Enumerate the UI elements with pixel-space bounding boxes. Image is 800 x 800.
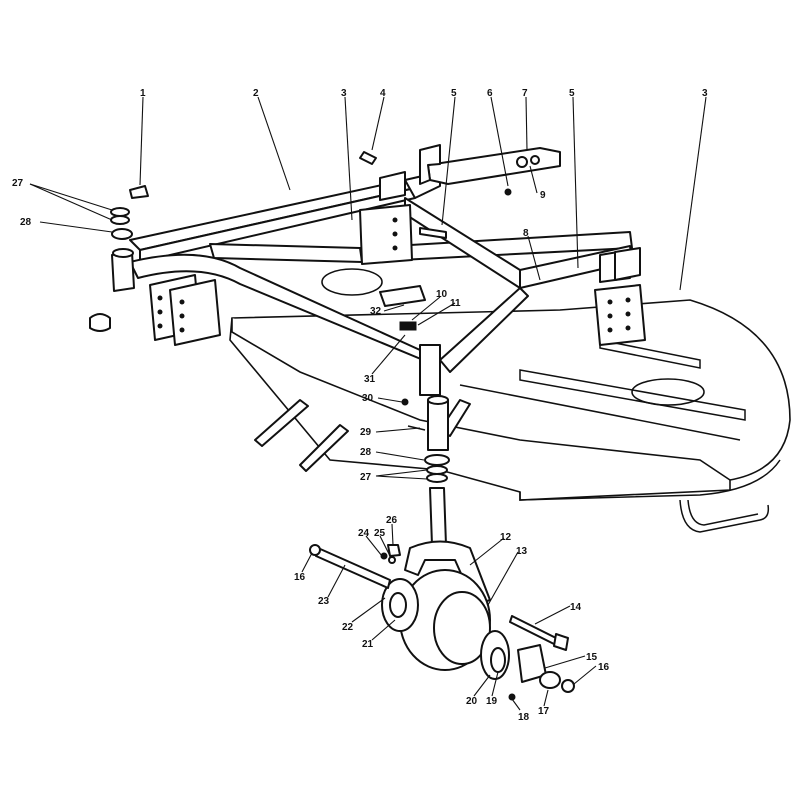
side-plate-left-b xyxy=(169,279,221,346)
callout-20: 20 xyxy=(466,696,478,707)
callout-2: 2 xyxy=(253,88,259,99)
washer-27a xyxy=(110,207,130,217)
nut-6 xyxy=(504,188,512,196)
callout-24: 24 xyxy=(358,528,370,539)
deck-spindle-hole-right xyxy=(631,378,705,406)
caster-sleeve-front xyxy=(427,399,449,451)
hitch-pin xyxy=(359,151,377,165)
washer-16b xyxy=(561,679,575,693)
deck-hanger-left xyxy=(254,399,309,447)
washer-16a xyxy=(309,544,321,556)
bolt-14 xyxy=(509,615,561,647)
deck-hanger-front xyxy=(299,424,349,472)
callout-12: 12 xyxy=(500,532,512,543)
washer-25 xyxy=(388,556,396,564)
callout-labels: 1 2 3 4 5 6 7 5 3 27 28 9 8 10 11 32 31 … xyxy=(12,88,708,723)
spacer-17 xyxy=(539,671,561,689)
bearing-19 xyxy=(490,647,506,673)
callout-26: 26 xyxy=(386,515,398,526)
leader-lines xyxy=(29,96,707,711)
callout-18: 18 xyxy=(518,712,530,723)
clip-1 xyxy=(129,185,149,199)
callout-7: 7 xyxy=(522,88,528,99)
center-clip xyxy=(399,321,417,331)
fitting-18 xyxy=(508,693,516,701)
callout-21: 21 xyxy=(362,639,374,650)
callout-5: 5 xyxy=(451,88,457,99)
nut-30 xyxy=(401,398,409,406)
caster-wheel-assembly xyxy=(309,487,575,701)
callout-29: 29 xyxy=(360,427,372,438)
callout-28b: 28 xyxy=(360,447,372,458)
callout-30: 30 xyxy=(362,393,374,404)
callout-5b: 5 xyxy=(569,88,575,99)
callout-15: 15 xyxy=(586,652,598,663)
callout-10: 10 xyxy=(436,289,448,300)
lift-arm xyxy=(359,144,561,239)
caster-spindle xyxy=(429,487,447,546)
clevis-pin xyxy=(419,227,447,239)
callout-9: 9 xyxy=(540,190,546,201)
callout-8: 8 xyxy=(523,228,529,239)
callout-22: 22 xyxy=(342,622,354,633)
callout-1: 1 xyxy=(140,88,146,99)
callout-17: 17 xyxy=(538,706,550,717)
pivot-tube xyxy=(419,344,441,396)
callout-4: 4 xyxy=(380,88,386,99)
callout-13: 13 xyxy=(516,546,528,557)
callout-31: 31 xyxy=(364,374,376,385)
mower-deck xyxy=(229,268,791,533)
callout-27: 27 xyxy=(12,178,24,189)
callout-32: 32 xyxy=(370,306,382,317)
deck-spindle-hole-left xyxy=(321,268,383,296)
callout-28: 28 xyxy=(20,217,32,228)
callout-11: 11 xyxy=(450,298,461,309)
side-plate-right xyxy=(594,284,646,346)
lift-arm-bushing xyxy=(516,156,528,168)
bushing-left xyxy=(89,313,111,332)
callout-3: 3 xyxy=(341,88,347,99)
washer-27b xyxy=(426,465,448,475)
callout-27b: 27 xyxy=(360,472,372,483)
callout-25: 25 xyxy=(374,528,386,539)
callout-6: 6 xyxy=(487,88,493,99)
callout-19: 19 xyxy=(486,696,498,707)
grease-fitting-26 xyxy=(387,544,401,557)
callout-16b: 16 xyxy=(598,662,610,673)
spacer-28a xyxy=(111,228,133,240)
nut-24 xyxy=(380,552,388,560)
axle-bolt xyxy=(315,547,391,589)
callout-3b: 3 xyxy=(702,88,708,99)
spacer-28b xyxy=(424,454,450,466)
callout-14: 14 xyxy=(570,602,582,613)
lift-frame xyxy=(129,171,646,396)
callout-23: 23 xyxy=(318,596,330,607)
side-plate-center xyxy=(359,204,413,265)
callout-16: 16 xyxy=(294,572,306,583)
front-caster-stack xyxy=(401,395,450,483)
rear-caster-stack xyxy=(89,185,149,332)
hanger-block-rear xyxy=(379,171,406,201)
